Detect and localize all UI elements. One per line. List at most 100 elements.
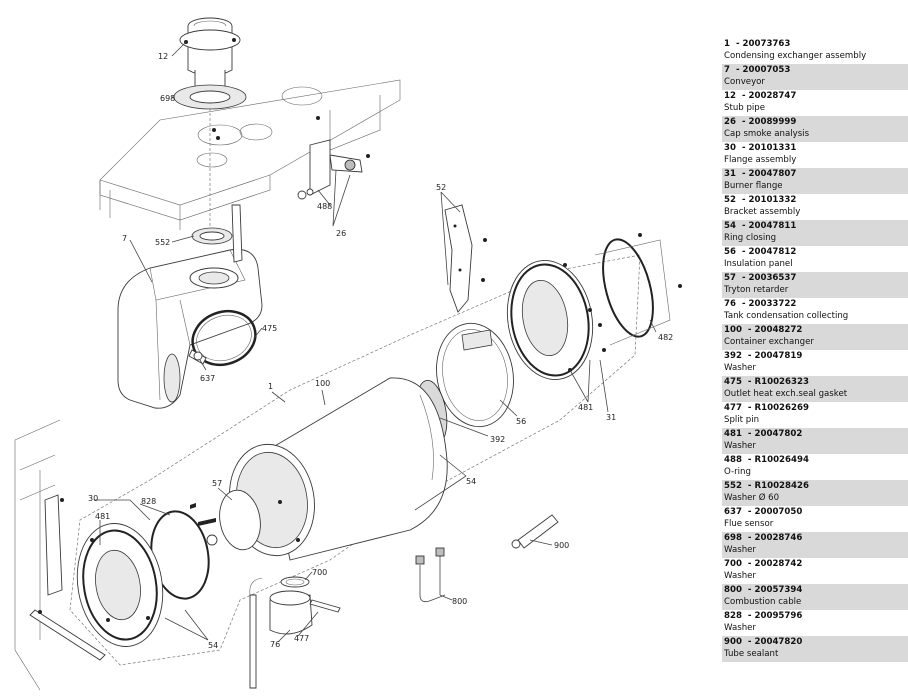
part-row: 30 - 20101331 Flange assembly: [722, 142, 908, 168]
callout-label: 57: [212, 479, 222, 488]
part-ref: 488: [724, 455, 742, 465]
callout-label: 54: [208, 641, 218, 650]
part-number: 477 - R10026269: [724, 403, 809, 413]
part-description: Tube sealant: [724, 648, 779, 659]
part-ref: 57: [724, 273, 736, 283]
burner-flange: [506, 260, 606, 380]
part-code: 20028747: [748, 91, 797, 101]
part-number: 31 - 20047807: [724, 169, 797, 179]
part-row: 54 - 20047811 Ring closing: [722, 220, 908, 246]
part-row: 12 - 20028747 Stub pipe: [722, 90, 908, 116]
callout-label: 552: [155, 238, 170, 247]
part-row: 56 - 20047812 Insulation panel: [722, 246, 908, 272]
part-code: 20057394: [754, 585, 803, 595]
part-ref: 12: [724, 91, 736, 101]
part-row: 800 - 20057394 Combustion cable: [722, 584, 908, 610]
flue-washer: [173, 84, 247, 110]
part-code: R10028426: [754, 481, 809, 491]
callout-label: 76: [270, 640, 280, 649]
part-row: 637 - 20007050 Flue sensor: [722, 506, 908, 532]
callout-label: 900: [554, 541, 569, 550]
part-ref: 698: [724, 533, 742, 543]
part-number: 475 - R10026323: [724, 377, 809, 387]
part-ref: 31: [724, 169, 736, 179]
part-number: 800 - 20057394: [724, 585, 803, 595]
tryton-retarder: [190, 489, 261, 551]
part-description: Container exchanger: [724, 336, 814, 347]
callout-label: 26: [336, 229, 346, 238]
part-description: Cap smoke analysis: [724, 128, 810, 139]
callout-label: 475: [262, 324, 277, 333]
exploded-view-drawing: 12 698 7 552 488 26 475 637 1 100 52 482…: [14, 17, 682, 691]
part-code: 20047811: [748, 221, 797, 231]
part-number: 637 - 20007050: [724, 507, 803, 517]
part-code: 20007050: [754, 507, 803, 517]
part-code: 20047812: [748, 247, 797, 257]
combustion-cable: [415, 547, 446, 603]
part-description: Combustion cable: [724, 596, 802, 607]
callout-label: 700: [312, 568, 327, 577]
part-number: 12 - 20028747: [724, 91, 797, 101]
part-code: 20047819: [754, 351, 803, 361]
part-code: 20048272: [754, 325, 803, 335]
part-code: 20036537: [748, 273, 797, 283]
part-number: 57 - 20036537: [724, 273, 797, 283]
part-ref: 481: [724, 429, 742, 439]
part-row: 477 - R10026269 Split pin: [722, 402, 908, 428]
outlet-gasket: [191, 309, 257, 367]
part-row: 392 - 20047819 Washer: [722, 350, 908, 376]
part-description: Condensing exchanger assembly: [724, 50, 867, 61]
part-code: 20101332: [748, 195, 797, 205]
parts-list: 1 - 20073763 Condensing exchanger assemb…: [722, 38, 908, 662]
part-ref: 26: [724, 117, 736, 127]
boiler-casing-top: [99, 79, 401, 230]
part-code: R10026269: [754, 403, 809, 413]
part-ref: 54: [724, 221, 736, 231]
callout-label: 481: [578, 403, 593, 412]
part-row: 76 - 20033722 Tank condensation collecti…: [722, 298, 908, 324]
part-row: 700 - 20028742 Washer: [722, 558, 908, 584]
part-description: Washer: [724, 544, 756, 555]
callout-labels: 12 698 7 552 488 26 475 637 1 100 52 482…: [88, 52, 673, 650]
side-bracket: [29, 494, 106, 661]
part-ref: 800: [724, 585, 742, 595]
part-description: Stub pipe: [724, 102, 766, 113]
conveyor-washer: [191, 227, 233, 245]
bracket-assembly: [444, 204, 487, 313]
part-description: Tank condensation collecting: [724, 310, 849, 321]
part-number: 54 - 20047811: [724, 221, 797, 231]
part-row: 100 - 20048272 Container exchanger: [722, 324, 908, 350]
callout-label: 828: [141, 497, 156, 506]
part-ref: 475: [724, 377, 742, 387]
callout-label: 698: [160, 94, 175, 103]
flange-assembly: [76, 523, 164, 647]
part-description: Flue sensor: [724, 518, 774, 529]
insulation-panel: [436, 322, 514, 428]
callout-label: 481: [95, 512, 110, 521]
part-description: Burner flange: [724, 180, 783, 191]
split-pin: [309, 599, 341, 613]
part-number: 552 - R10028426: [724, 481, 809, 491]
part-code: R10026494: [754, 455, 809, 465]
part-ref: 700: [724, 559, 742, 569]
boiler-casing-bottom: [14, 419, 61, 691]
callout-label: 7: [122, 234, 127, 243]
part-description: Outlet heat exch.seal gasket: [724, 388, 848, 399]
flue-sensor: [188, 349, 207, 365]
part-number: 26 - 20089999: [724, 117, 797, 127]
part-description: Conveyor: [724, 76, 765, 87]
part-number: 488 - R10026494: [724, 455, 809, 465]
part-description: Washer Ø 60: [724, 492, 780, 503]
part-ref: 552: [724, 481, 742, 491]
part-code: 20089999: [748, 117, 797, 127]
callout-label: 54: [466, 477, 476, 486]
part-row: 475 - R10026323 Outlet heat exch.seal ga…: [722, 376, 908, 402]
part-code: R10026323: [754, 377, 809, 387]
part-ref: 477: [724, 403, 742, 413]
callout-label: 488: [317, 202, 332, 211]
condensation-tank: [249, 576, 313, 689]
callout-label: 12: [158, 52, 168, 61]
part-ref: 52: [724, 195, 736, 205]
part-description: Tryton retarder: [724, 284, 789, 295]
part-description: Washer: [724, 362, 756, 373]
